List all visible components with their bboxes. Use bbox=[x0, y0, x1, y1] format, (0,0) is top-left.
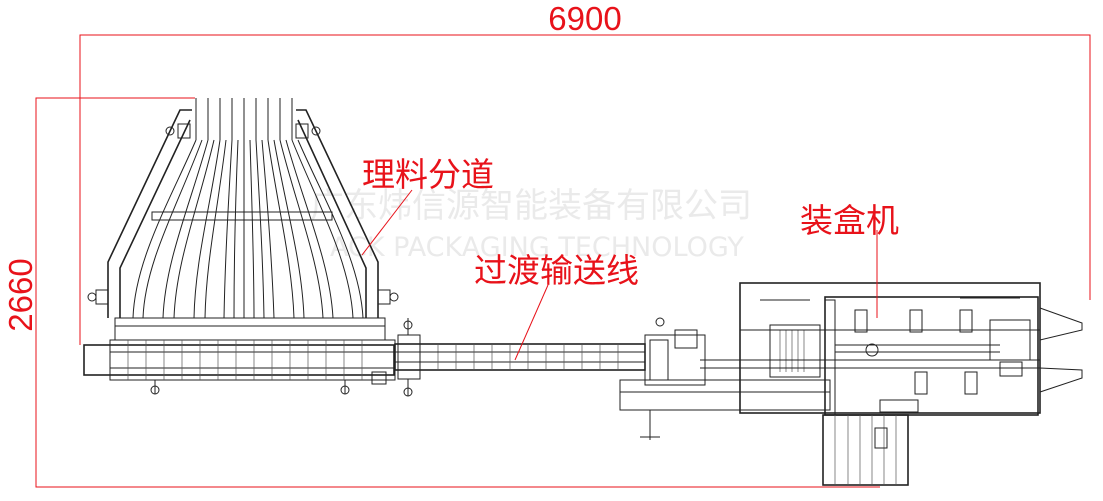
watermark-cn: 广东炜信源智能装备有限公司 bbox=[310, 186, 752, 226]
label-sorting-lanes: 理料分道 bbox=[362, 155, 494, 194]
height-dimension-label: 2660 bbox=[2, 258, 39, 331]
label-transfer-conveyor: 过渡输送线 bbox=[474, 251, 639, 290]
transfer-conveyor bbox=[394, 318, 646, 397]
width-dimension-label: 6900 bbox=[548, 0, 621, 37]
dimension-frame bbox=[35, 34, 1091, 488]
cartoner-machine bbox=[619, 282, 1083, 486]
leader-transfer-conveyor bbox=[514, 284, 549, 361]
sorting-lanes-machine bbox=[83, 98, 399, 395]
label-cartoner: 装盒机 bbox=[800, 201, 899, 240]
leader-sorting-lanes bbox=[361, 189, 413, 256]
watermark-en: ACK PACKAGING TECHNOLOGY bbox=[330, 232, 744, 263]
